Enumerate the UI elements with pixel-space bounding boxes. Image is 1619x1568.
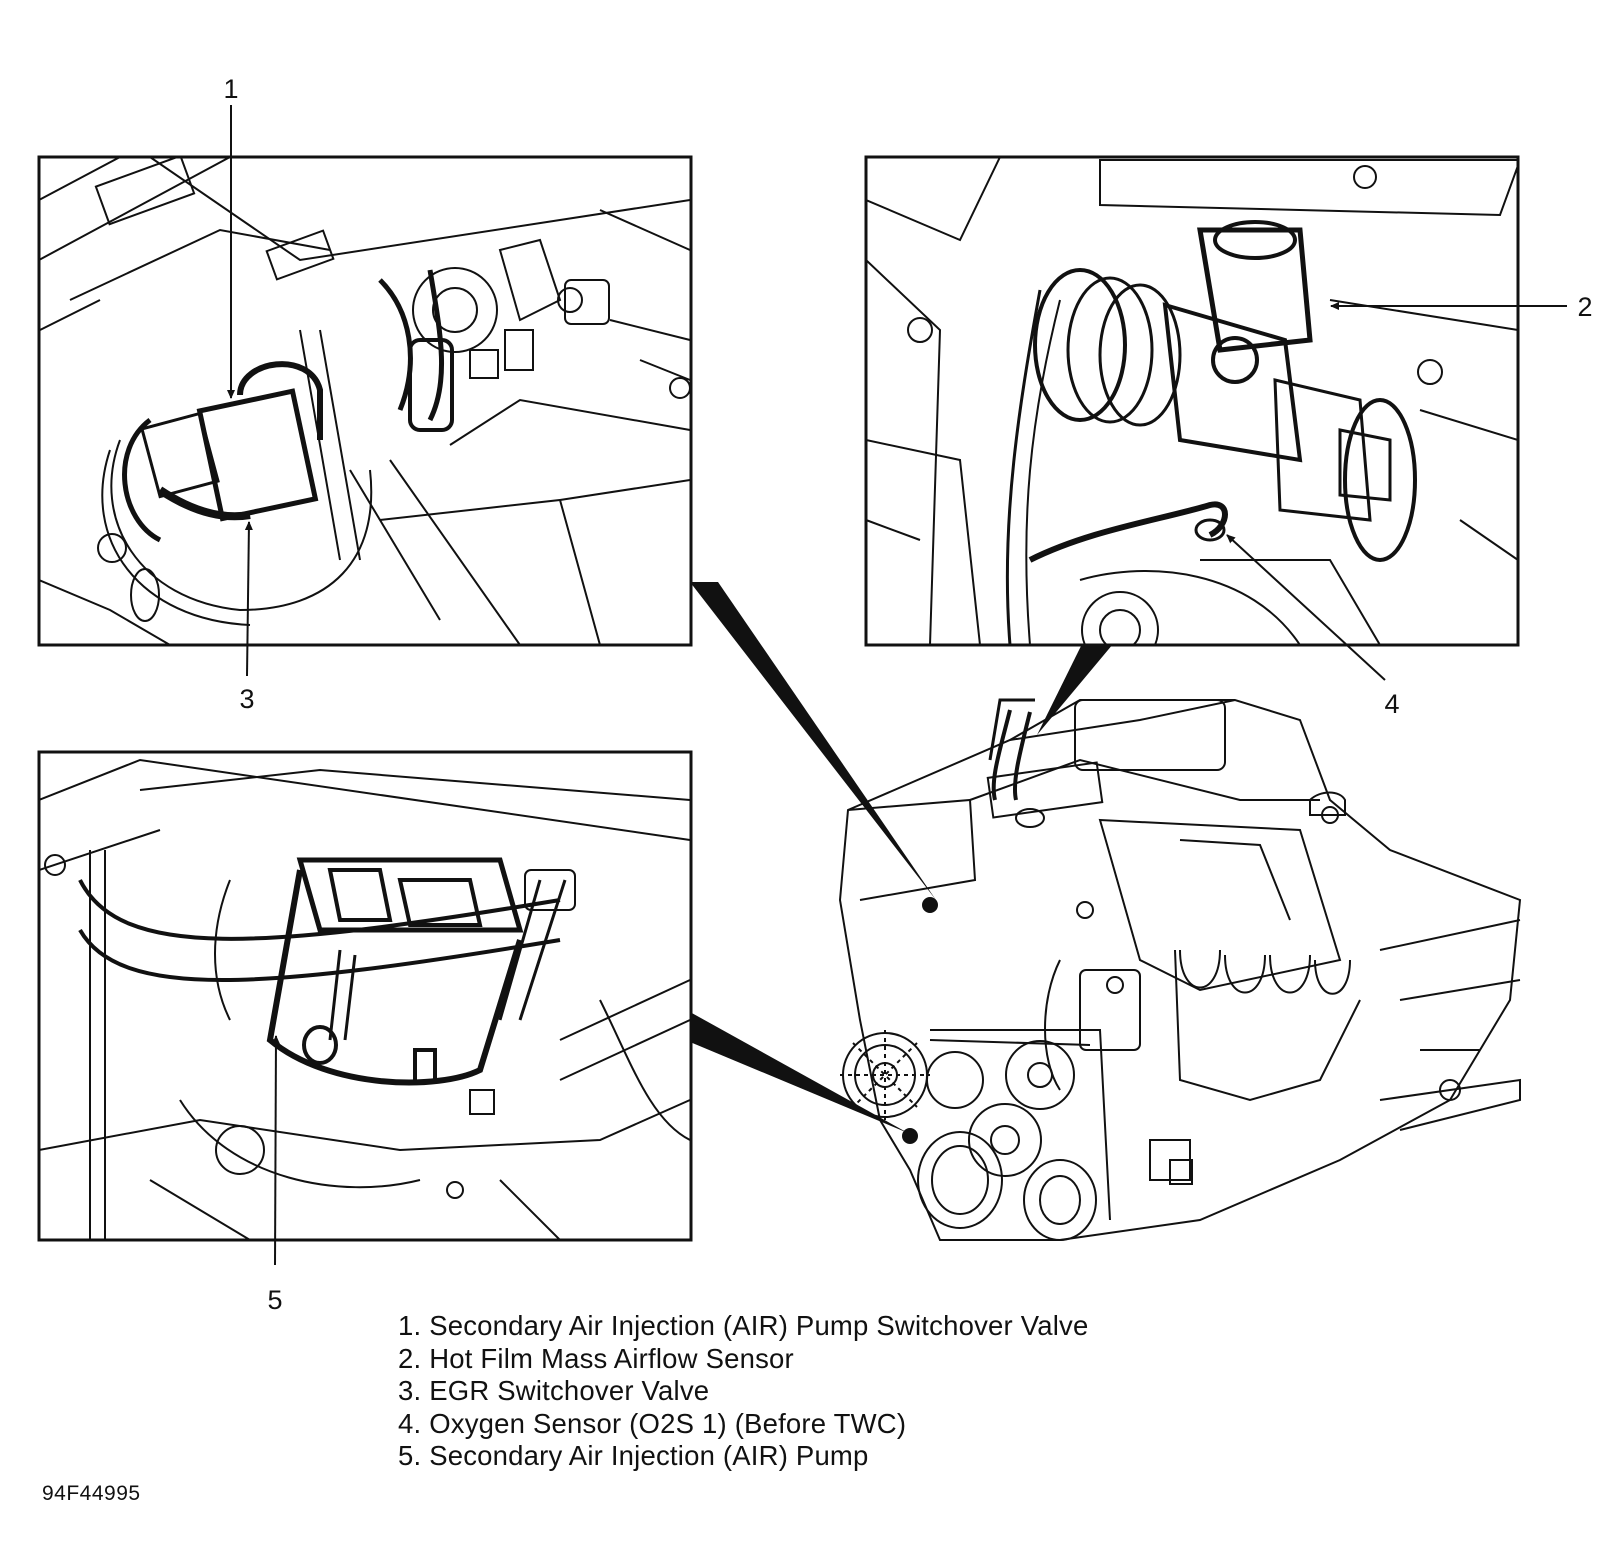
callout-4: 4 xyxy=(1226,534,1400,719)
callout-3: 3 xyxy=(239,521,255,714)
callout-number-1: 1 xyxy=(223,74,238,104)
legend-label: Oxygen Sensor (O2S 1) (Before TWC) xyxy=(429,1407,907,1439)
legend-item-3: 3. EGR Switchover Valve xyxy=(398,1375,1088,1408)
legend-number: 4 xyxy=(398,1407,414,1439)
inset-panel-switchover-valves xyxy=(37,155,693,647)
legend-number: 3 xyxy=(398,1375,414,1406)
callout-number-4: 4 xyxy=(1384,689,1399,719)
legend-number: 5 xyxy=(398,1440,414,1471)
legend-item-1: 1. Secondary Air Injection (AIR) Pump Sw… xyxy=(398,1310,1088,1343)
legend-label: Hot Film Mass Airflow Sensor xyxy=(429,1342,794,1374)
legend-number: 1 xyxy=(398,1310,414,1341)
legend-number: 2 xyxy=(398,1342,414,1374)
legend-separator: . xyxy=(413,1375,430,1406)
inset-panel-airflow-sensor xyxy=(864,155,1520,647)
inset-panel-air-pump xyxy=(37,750,693,1242)
fan-clutch xyxy=(840,1030,930,1120)
callout-number-2: 2 xyxy=(1577,292,1592,322)
legend-item-2: 2. Hot Film Mass Airflow Sensor xyxy=(398,1343,1088,1376)
figure-code: 94F44995 xyxy=(42,1482,141,1505)
legend-label: Secondary Air Injection (AIR) Pump Switc… xyxy=(429,1310,1089,1341)
component-legend: 1. Secondary Air Injection (AIR) Pump Sw… xyxy=(398,1310,1088,1473)
callout-number-3: 3 xyxy=(239,684,254,714)
callout-number-5: 5 xyxy=(267,1285,282,1315)
legend-item-5: 5. Secondary Air Injection (AIR) Pump xyxy=(398,1440,1088,1473)
legend-label: EGR Switchover Valve xyxy=(429,1375,710,1406)
callout-2: 2 xyxy=(1330,292,1593,322)
callout-1: 1 xyxy=(223,74,239,399)
callout-5: 5 xyxy=(267,1035,283,1315)
legend-separator: . xyxy=(413,1407,430,1439)
legend-separator: . xyxy=(413,1310,430,1341)
legend-item-4: 4. Oxygen Sensor (O2S 1) (Before TWC) xyxy=(398,1408,1088,1441)
legend-label: Secondary Air Injection (AIR) Pump xyxy=(429,1440,869,1471)
legend-separator: . xyxy=(413,1440,430,1471)
engine-overview xyxy=(838,698,1522,1241)
legend-separator: . xyxy=(413,1342,430,1374)
